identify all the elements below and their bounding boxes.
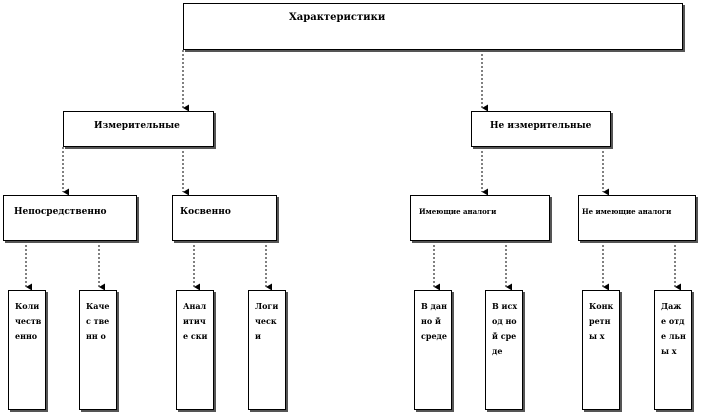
leaf-even-separate-label: Даж е отде льны х [661,301,686,356]
leaf-qualitative-label: Качес твенн о [86,301,110,341]
leaf-analytical-label: Анал итиче ски [183,301,208,341]
node-non-measurable: Не измерительные [471,111,611,147]
leaf-in-source-env-label: В исход ной среде [492,301,518,356]
root-label: Характеристики [289,12,386,23]
leaf-in-this-env: В данно й среде [414,290,452,410]
node-measurable: Измерительные [63,111,214,147]
leaf-in-this-env-label: В данно й среде [421,301,447,341]
root-node: Характеристики [183,3,683,50]
leaf-quantitative-label: Коли честв енно [15,301,42,341]
node-direct: Непосредственно [3,195,137,241]
leaf-even-separate: Даж е отде льны х [654,290,692,410]
leaf-concrete: Конк ретны х [582,290,620,410]
leaf-concrete-label: Конк ретны х [589,301,614,341]
node-no-analogs: Не имеющие аналоги [578,195,696,241]
leaf-logical: Логи чески [248,290,286,410]
leaf-quantitative: Коли честв енно [8,290,46,410]
node-no-analogs-label: Не имеющие аналоги [582,207,672,216]
node-having-analogs-label: Имеющие аналоги [419,207,497,216]
node-indirect: Косвенно [172,195,277,241]
leaf-qualitative: Качес твенн о [79,290,117,410]
node-having-analogs: Имеющие аналоги [410,195,550,241]
node-measurable-label: Измерительные [94,121,180,131]
leaf-in-source-env: В исход ной среде [485,290,523,410]
node-indirect-label: Косвенно [180,207,231,217]
node-direct-label: Непосредственно [14,207,107,217]
leaf-analytical: Анал итиче ски [176,290,214,410]
leaf-logical-label: Логи чески [255,301,279,341]
node-non-measurable-label: Не измерительные [490,121,592,131]
